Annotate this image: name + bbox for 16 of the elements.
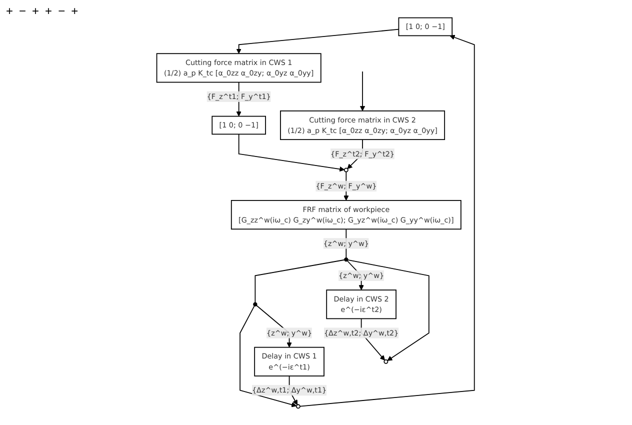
arrow <box>236 28 400 54</box>
connector <box>255 258 346 302</box>
sign-label: − <box>58 4 66 18</box>
sign-label: − <box>19 4 26 18</box>
sign-label: + <box>6 4 14 18</box>
sign-label: + <box>32 4 40 18</box>
sign-label: + <box>45 4 52 18</box>
sign-label: + <box>71 4 78 18</box>
node-circle <box>296 404 301 408</box>
arrow <box>360 70 366 111</box>
arrow <box>300 34 476 406</box>
node-circle <box>384 358 389 364</box>
node-dot <box>254 302 258 306</box>
node-circle <box>344 167 349 172</box>
arrow <box>238 133 346 172</box>
node-dot <box>344 256 349 262</box>
